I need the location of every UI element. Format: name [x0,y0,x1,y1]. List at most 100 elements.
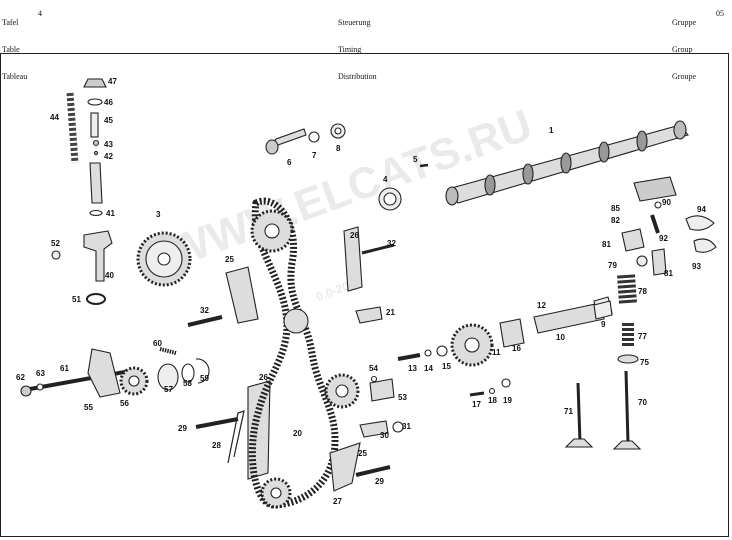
callout-25b: 25 [358,449,367,458]
sliding-pad [369,378,395,402]
callout-57: 57 [164,385,173,394]
callout-93: 93 [692,262,701,271]
callout-27: 27 [333,497,342,506]
callout-32a: 32 [200,306,209,315]
bushing [499,318,525,348]
callout-90: 90 [662,198,671,207]
callout-62: 62 [16,373,25,382]
callout-20: 20 [293,429,302,438]
callout-5: 5 [413,155,418,164]
callout-11: 11 [492,348,501,357]
exhaust-valve [612,370,642,450]
group-label-de: Gruppe [672,18,696,27]
exploded-parts-diagram: WWW.ELCATS.RU 0.0-2026 [16,77,717,509]
tensioner-bolt [359,420,389,438]
callout-10: 10 [556,333,565,342]
callout-21: 21 [386,308,395,317]
bracket [355,306,383,324]
callout-58: 58 [183,379,192,388]
pin-upper [187,315,223,327]
callout-82: 82 [611,216,620,225]
callout-26b: 26 [259,373,268,382]
tensioner-spring [227,410,245,464]
rocker-bolt [651,248,667,276]
spring-clip-upper [685,215,715,231]
group-label-en: Group [672,45,693,54]
pin-lower [195,417,239,429]
outer-valve-spring [617,274,637,304]
title-fr: Distribution [338,72,377,81]
pin-right [355,465,391,477]
callout-59: 59 [200,374,209,383]
callout-53: 53 [398,393,407,402]
callout-43: 43 [104,140,113,149]
callout-44: 44 [50,113,59,122]
group-label-fr: Groupe [672,72,696,81]
header-left-labels: Tafel Table Tableau [2,0,27,90]
tensioner-lever [329,442,361,492]
rocker-adjuster [621,228,645,252]
lower-left-assembly [20,347,210,398]
callout-54: 54 [369,364,378,373]
callout-15: 15 [442,362,451,371]
diagram-frame [0,53,729,537]
camshaft-bushing [593,300,613,320]
callout-85: 85 [611,204,620,213]
header-right-labels: Gruppe Group Groupe [672,0,696,90]
callout-32b: 32 [387,239,396,248]
callout-14: 14 [424,364,433,373]
callout-30: 30 [380,431,389,440]
table-number: 4 [38,9,42,18]
callout-47: 47 [108,77,117,86]
callout-6: 6 [287,158,292,167]
callout-52: 52 [51,239,60,248]
callout-16: 16 [512,344,521,353]
callout-94: 94 [697,205,706,214]
guide-rail-lower [247,380,271,480]
header-title: Steuerung Timing Distribution [338,0,377,90]
spring-clip-lower [693,238,717,253]
callout-71: 71 [564,407,573,416]
rocker-pin [650,214,660,234]
callout-78: 78 [638,287,647,296]
callout-1: 1 [549,126,554,135]
tensioner-rail [343,226,363,292]
bolt-6-group [265,123,346,155]
callout-79: 79 [608,261,617,270]
callout-51: 51 [72,295,81,304]
callout-13: 13 [408,364,417,373]
callout-46: 46 [104,98,113,107]
callout-31: 31 [402,422,411,431]
callout-3: 3 [156,210,161,219]
callout-60: 60 [153,339,162,348]
group-number: 05 [716,9,724,18]
callout-29a: 29 [178,424,187,433]
header-label-fr: Tableau [2,72,28,81]
bolt-13 [397,353,421,361]
intermediate-sprocket [136,231,192,287]
header-label-de: Tafel [2,18,19,27]
title-de: Steuerung [338,18,371,27]
callout-81b: 81 [664,269,673,278]
callout-41: 41 [106,209,115,218]
guide-rail-upper [225,266,259,324]
header-label-en: Table [2,45,20,54]
callout-77: 77 [638,332,647,341]
callout-42: 42 [104,152,113,161]
callout-63: 63 [36,369,45,378]
callout-19: 19 [503,396,512,405]
drive-shaft [533,302,605,334]
callout-45: 45 [104,116,113,125]
callout-25a: 25 [225,255,234,264]
tensioner-stack [51,78,113,305]
callout-28: 28 [212,441,221,450]
idler-sprocket [283,308,309,334]
callout-8: 8 [336,144,341,153]
spring-retainer [617,354,639,364]
callout-92: 92 [659,234,668,243]
callout-81a: 81 [602,240,611,249]
callout-29b: 29 [375,477,384,486]
pin-top [361,243,395,255]
callout-70: 70 [638,398,647,407]
intake-valve [564,382,594,448]
